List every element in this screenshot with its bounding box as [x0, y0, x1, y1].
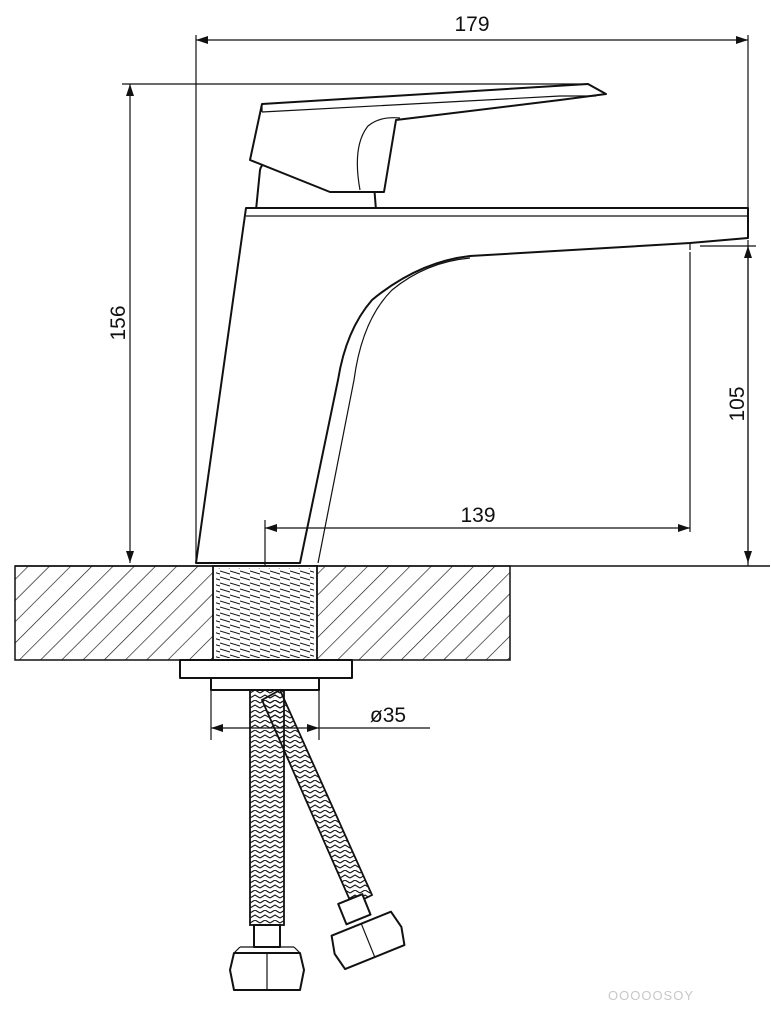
flexible-hoses — [229, 688, 406, 991]
dimension-label-height: 156 — [107, 305, 130, 340]
mounting-nut — [179, 659, 353, 691]
dimension-label-spout-reach: 139 — [460, 504, 495, 527]
dimension-lines — [122, 35, 756, 740]
dimension-label-mount-diameter: ø35 — [370, 704, 406, 727]
dimension-label-spout-height: 105 — [726, 386, 749, 421]
dimension-label-width: 179 — [454, 13, 489, 36]
watermark: OOOOOSOY — [608, 988, 694, 1003]
faucet-body — [195, 83, 749, 564]
countertop-section — [14, 565, 770, 661]
